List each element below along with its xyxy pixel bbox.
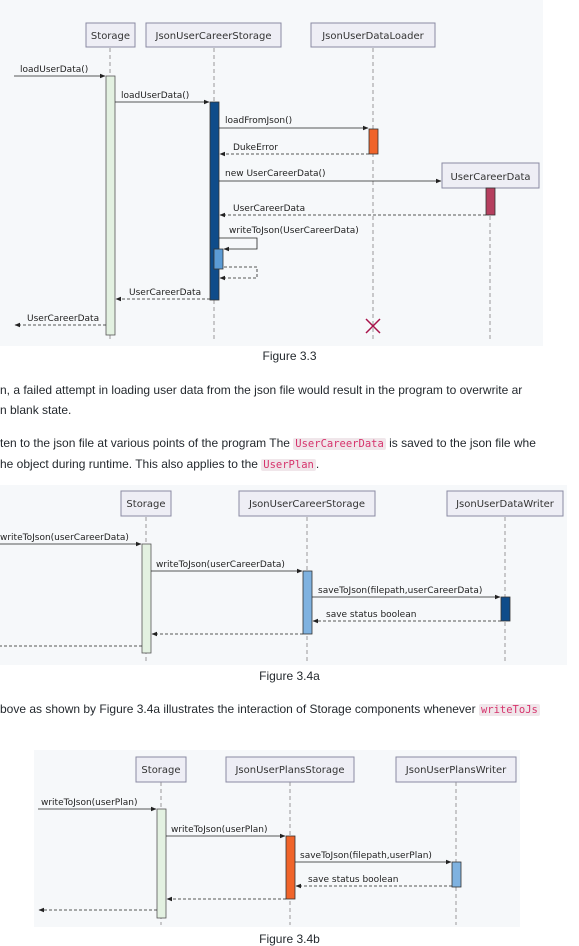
svg-text:JsonUserPlansWriter: JsonUserPlansWriter xyxy=(405,765,507,776)
paragraph-figure-description: bove as shown by Figure 3.4a illustrates… xyxy=(0,699,579,720)
figure-3-3-caption: Figure 3.3 xyxy=(262,349,317,363)
participant-json-user-plans-writer: JsonUserPlansWriter xyxy=(395,756,517,783)
svg-text:loadFromJson(): loadFromJson() xyxy=(225,116,292,126)
message-write-to-json-return xyxy=(219,266,258,281)
activation-career-storage xyxy=(302,570,313,635)
svg-text:loadUserData(): loadUserData() xyxy=(20,65,88,75)
message-write-to-json-self: writeToJson(UserCareerData) xyxy=(219,226,359,252)
participant-json-user-data-loader: JsonUserDataLoader xyxy=(310,22,436,48)
inline-code-user-plan: UserPlan xyxy=(261,459,316,471)
destroy-marker xyxy=(365,318,381,334)
sequence-diagram-load-svg: Storage JsonUserCareerStorage JsonUserDa… xyxy=(14,22,540,342)
message-user-career-data-out: UserCareerData xyxy=(14,314,106,328)
svg-text:saveToJson(filepath,userPlan): saveToJson(filepath,userPlan) xyxy=(300,851,432,861)
message-save-to-json: saveToJson(filepath,userPlan) xyxy=(295,851,452,865)
svg-text:save status boolean: save status boolean xyxy=(326,610,416,620)
message-load-user-data: loadUserData() xyxy=(115,91,210,105)
sequence-diagram-load: Storage JsonUserCareerStorage JsonUserDa… xyxy=(0,0,543,346)
svg-text:new UserCareerData(): new UserCareerData() xyxy=(225,169,326,179)
message-save-status-boolean: save status boolean xyxy=(312,610,501,624)
message-save-to-json: saveToJson(filepath,userCareerData) xyxy=(312,586,501,600)
message-user-career-data-return: UserCareerData xyxy=(219,204,486,218)
svg-text:writeToJson(userCareerData): writeToJson(userCareerData) xyxy=(156,560,285,570)
svg-text:writeToJson(userCareerData): writeToJson(userCareerData) xyxy=(0,533,129,543)
svg-text:JsonUserCareerStorage: JsonUserCareerStorage xyxy=(155,31,272,42)
message-write-to-json-in: writeToJson(userCareerData) xyxy=(0,533,142,547)
participant-storage: Storage xyxy=(135,756,187,783)
activation-career-storage-nested xyxy=(213,248,224,270)
paragraph-line: n blank state. xyxy=(0,403,72,417)
message-load-from-json: loadFromJson() xyxy=(219,116,369,131)
svg-text:writeToJson(userPlan): writeToJson(userPlan) xyxy=(171,825,267,835)
activation-user-career-data xyxy=(485,187,496,216)
svg-text:JsonUserDataWriter: JsonUserDataWriter xyxy=(455,499,555,510)
svg-text:DukeError: DukeError xyxy=(233,143,278,153)
svg-text:Storage: Storage xyxy=(91,31,130,42)
message-load-user-data-in: loadUserData() xyxy=(14,65,106,79)
participant-user-career-data: UserCareerData xyxy=(441,162,540,189)
message-write-to-json-in: writeToJson(userPlan) xyxy=(38,798,157,812)
message-save-status-boolean: save status boolean xyxy=(295,875,452,889)
text-segment: he object during runtime. This also appl… xyxy=(0,457,262,471)
activation-storage xyxy=(156,808,167,919)
activation-career-storage xyxy=(209,101,220,301)
svg-text:Storage: Storage xyxy=(141,765,180,776)
sequence-diagram-write-plans: Storage JsonUserPlansStorage JsonUserPla… xyxy=(34,750,520,927)
svg-text:JsonUserDataLoader: JsonUserDataLoader xyxy=(321,31,424,42)
svg-text:JsonUserCareerStorage: JsonUserCareerStorage xyxy=(248,499,365,510)
paragraph-save-points: ten to the json file at various points o… xyxy=(0,433,579,475)
svg-text:writeToJson(UserCareerData): writeToJson(UserCareerData) xyxy=(229,226,359,236)
svg-text:UserCareerData: UserCareerData xyxy=(233,204,305,214)
activation-storage xyxy=(105,75,116,336)
paragraph-line: he object during runtime. This also appl… xyxy=(0,454,579,475)
activation-plans-writer xyxy=(451,861,462,888)
paragraph-line: ten to the json file at various points o… xyxy=(0,433,579,454)
message-new-user-career-data: new UserCareerData() xyxy=(219,169,442,184)
svg-text:saveToJson(filepath,userCareer: saveToJson(filepath,userCareerData) xyxy=(318,586,482,596)
inline-code-write-to-json: writeToJs xyxy=(478,704,540,716)
participant-json-user-career-storage: JsonUserCareerStorage xyxy=(238,490,376,517)
sequence-diagram-write-career: Storage JsonUserCareerStorage JsonUserDa… xyxy=(0,485,567,665)
participant-json-user-data-writer: JsonUserDataWriter xyxy=(446,490,564,517)
svg-text:save status boolean: save status boolean xyxy=(308,875,398,885)
svg-text:JsonUserPlansStorage: JsonUserPlansStorage xyxy=(234,765,344,776)
activation-storage xyxy=(141,543,152,654)
text-segment: . xyxy=(315,457,320,471)
participant-json-user-career-storage: JsonUserCareerStorage xyxy=(145,22,282,48)
participant-storage: Storage xyxy=(120,490,172,517)
svg-text:UserCareerData: UserCareerData xyxy=(450,172,530,183)
message-user-career-data-to-storage: UserCareerData xyxy=(115,288,210,302)
activation-plans-storage xyxy=(285,835,296,900)
message-duke-error: DukeError xyxy=(219,143,369,157)
participant-storage: Storage xyxy=(85,22,136,48)
sequence-diagram-write-plans-svg: Storage JsonUserPlansStorage JsonUserPla… xyxy=(38,756,517,925)
inline-code-user-career-data: UserCareerData xyxy=(293,438,386,450)
svg-text:Storage: Storage xyxy=(126,499,165,510)
sequence-diagram-write-career-svg: Storage JsonUserCareerStorage JsonUserDa… xyxy=(0,490,564,661)
activation-data-writer xyxy=(500,596,511,622)
activation-data-loader xyxy=(368,128,379,155)
svg-text:UserCareerData: UserCareerData xyxy=(129,288,201,298)
text-segment: bove as shown by Figure 3.4a illustrates… xyxy=(0,702,479,716)
paragraph-load-failure: n, a failed attempt in loading user data… xyxy=(0,380,579,420)
text-segment: ten to the json file at various points o… xyxy=(0,436,294,450)
figure-3-4a-caption: Figure 3.4a xyxy=(259,669,320,683)
text-segment: is saved to the json file whe xyxy=(385,436,536,450)
svg-text:writeToJson(userPlan): writeToJson(userPlan) xyxy=(41,798,137,808)
figure-3-4b-caption: Figure 3.4b xyxy=(259,932,320,946)
message-write-to-json: writeToJson(userPlan) xyxy=(166,825,286,839)
participant-json-user-plans-storage: JsonUserPlansStorage xyxy=(225,756,355,783)
svg-text:loadUserData(): loadUserData() xyxy=(121,91,189,101)
message-write-to-json: writeToJson(userCareerData) xyxy=(151,560,303,574)
svg-text:UserCareerData: UserCareerData xyxy=(27,314,99,324)
paragraph-line: n, a failed attempt in loading user data… xyxy=(0,383,523,397)
